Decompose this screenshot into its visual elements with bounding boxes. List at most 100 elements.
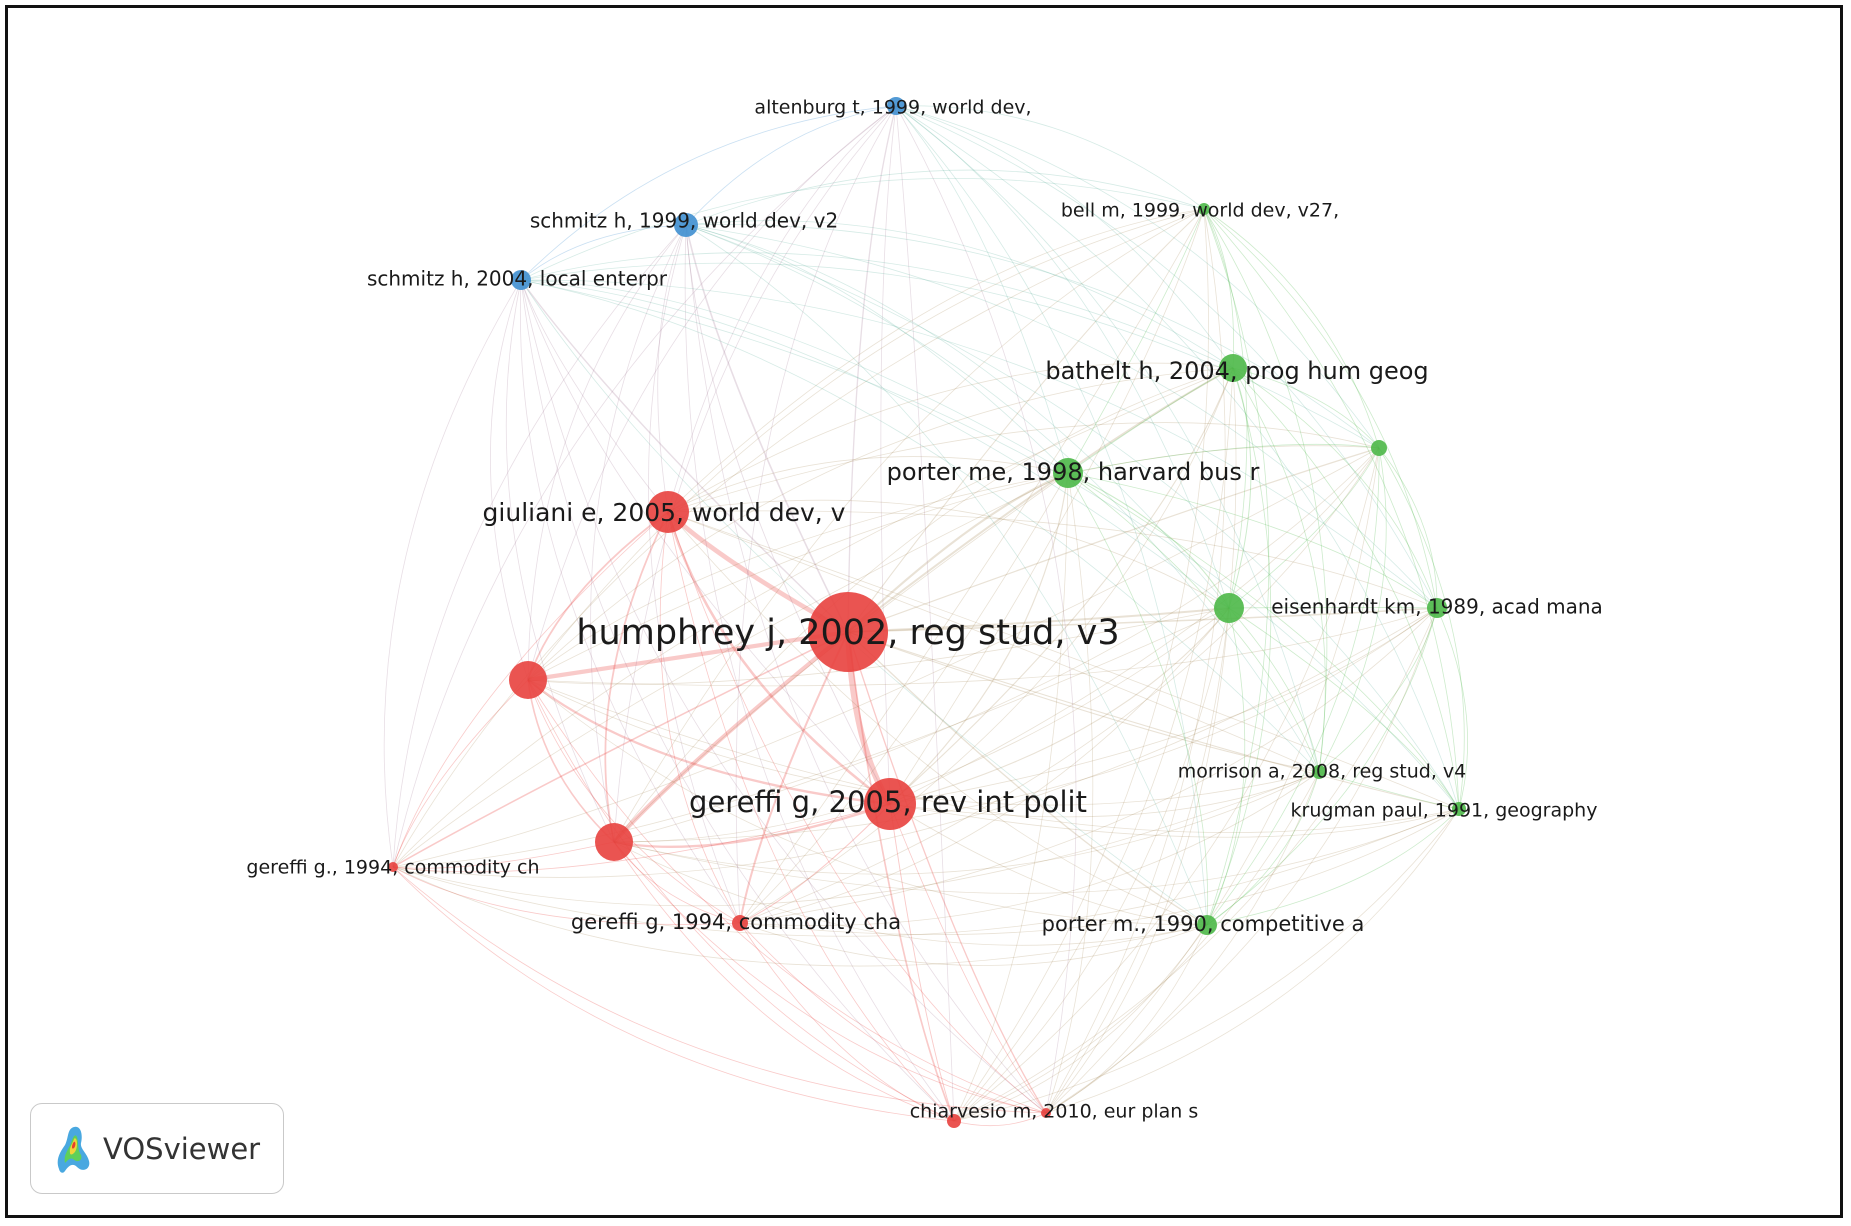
label-gereffi1994cha[interactable]: gereffi g, 1994, commodity cha bbox=[571, 910, 901, 934]
edge-chiarvesio-green_unlabeled_b bbox=[953, 607, 1230, 1122]
edge-chiarvesio-morrison bbox=[953, 771, 1320, 1122]
label-eisenhardt[interactable]: eisenhardt km, 1989, acad mana bbox=[1271, 595, 1603, 619]
node-schmitz1999[interactable] bbox=[674, 213, 698, 237]
edge-chiarvesio-krugman bbox=[953, 808, 1460, 1122]
node-bell[interactable] bbox=[1198, 203, 1210, 215]
node-green_unlabeled_a[interactable] bbox=[1371, 440, 1387, 456]
edge-altenburg-green_unlabeled_b bbox=[895, 105, 1230, 609]
edge-schmitz1999-green_unlabeled_a bbox=[685, 224, 1380, 449]
edge-red_unlabeled_b-eisenhardt bbox=[613, 607, 1438, 843]
edge-green_unlabeled_a-morrison bbox=[1318, 447, 1387, 773]
edge-humphrey-red_unlabeled_c bbox=[847, 631, 1047, 1114]
edge-chiarvesio-schmitz1999 bbox=[684, 224, 955, 1122]
node-green_unlabeled_b[interactable] bbox=[1214, 593, 1244, 623]
label-bell[interactable]: bell m, 1999, world dev, v27, bbox=[1061, 200, 1339, 222]
edge-gereffi2005-gereffi1994ch bbox=[392, 803, 891, 873]
edge-bathelt-porter1990 bbox=[1206, 367, 1272, 926]
edge-gereffi1994cha-porter1990 bbox=[739, 922, 1208, 966]
edge-green_unlabeled_b-eisenhardt bbox=[1228, 607, 1438, 609]
label-morrison[interactable]: morrison a, 2008, reg stud, v4 bbox=[1178, 761, 1467, 783]
node-porter1990[interactable] bbox=[1197, 915, 1217, 935]
network-canvas[interactable] bbox=[5, 5, 1843, 1218]
node-red_unlabeled_b[interactable] bbox=[595, 823, 633, 861]
edge-gereffi1994cha-morrison bbox=[739, 771, 1320, 926]
edge-red_unlabeled_a-schmitz1999 bbox=[527, 224, 687, 681]
edge-green_unlabeled_a-green_unlabeled_b bbox=[1228, 447, 1380, 609]
node-gereffi1994ch[interactable] bbox=[388, 862, 398, 872]
node-bathelt[interactable] bbox=[1219, 354, 1247, 382]
edge-chiarvesio-bathelt bbox=[953, 367, 1234, 1122]
edge-gereffi1994cha-porter1998 bbox=[739, 472, 1069, 924]
edge-giuliani-bell bbox=[667, 208, 1205, 513]
label-giuliani[interactable]: giuliani e, 2005, world dev, v bbox=[483, 498, 846, 527]
edge-humphrey-schmitz1999 bbox=[685, 224, 849, 633]
label-porter1990[interactable]: porter m., 1990, competitive a bbox=[1042, 912, 1365, 936]
node-humphrey[interactable] bbox=[808, 592, 888, 672]
node-schmitz2004[interactable] bbox=[511, 270, 531, 290]
edge-gereffi2005-krugman bbox=[889, 803, 1460, 838]
edge-gereffi2005-eisenhardt bbox=[889, 607, 1438, 805]
node-porter1998[interactable] bbox=[1053, 458, 1083, 488]
edge-red_unlabeled_a-altenburg bbox=[527, 105, 897, 681]
edge-schmitz1999-krugman bbox=[685, 224, 1460, 810]
edge-giuliani-porter1998 bbox=[667, 456, 1069, 513]
node-giuliani[interactable] bbox=[647, 491, 689, 533]
node-krugman[interactable] bbox=[1452, 802, 1466, 816]
edge-altenburg-schmitz2004 bbox=[520, 105, 897, 281]
label-schmitz2004[interactable]: schmitz h, 2004, local enterpr bbox=[367, 267, 668, 291]
edge-humphrey-chiarvesio bbox=[847, 631, 955, 1122]
edge-red_unlabeled_b-krugman bbox=[613, 808, 1460, 894]
node-chiarvesio[interactable] bbox=[947, 1114, 961, 1128]
label-porter1998[interactable]: porter me, 1998, harvard bus r bbox=[887, 458, 1260, 486]
edge-red_unlabeled_a-eisenhardt bbox=[527, 607, 1438, 687]
node-morrison[interactable] bbox=[1312, 765, 1326, 779]
edge-gereffi2005-bathelt bbox=[889, 367, 1234, 805]
edge-red_unlabeled_b-porter1990 bbox=[613, 841, 1208, 946]
label-altenburg[interactable]: altenburg t, 1999, world dev, bbox=[754, 97, 1031, 119]
edge-gereffi1994ch-chiarvesio bbox=[392, 866, 955, 1122]
edge-red_unlabeled_a-porter1990 bbox=[527, 679, 1208, 926]
edge-red_unlabeled_b-porter1998 bbox=[613, 472, 1069, 843]
edge-giuliani-eisenhardt bbox=[667, 510, 1438, 609]
node-eisenhardt[interactable] bbox=[1427, 598, 1447, 618]
edge-humphrey-gereffi1994ch bbox=[392, 631, 849, 868]
edge-schmitz2004-morrison bbox=[520, 279, 1320, 773]
node-red_unlabeled_c[interactable] bbox=[1041, 1108, 1051, 1118]
label-gereffi1994ch[interactable]: gereffi g., 1994, commodity ch bbox=[246, 857, 539, 879]
edge-bell-green_unlabeled_a bbox=[1203, 208, 1380, 449]
edge-red_unlabeled_b-gereffi1994ch bbox=[392, 841, 615, 869]
node-gereffi2005[interactable] bbox=[864, 778, 916, 830]
edge-chiarvesio-porter1998 bbox=[953, 472, 1069, 1122]
label-humphrey[interactable]: humphrey j, 2002, reg stud, v3 bbox=[576, 613, 1119, 653]
edge-gereffi1994ch-bathelt bbox=[392, 367, 1234, 868]
edge-altenburg-green_unlabeled_a bbox=[895, 105, 1380, 449]
node-red_unlabeled_a[interactable] bbox=[509, 661, 547, 699]
edge-bathelt-green_unlabeled_b bbox=[1228, 367, 1252, 609]
label-chiarvesio[interactable]: chiarvesio m, 2010, eur plan s bbox=[910, 1101, 1199, 1123]
edge-giuliani-chiarvesio bbox=[667, 511, 955, 1122]
edge-red_unlabeled_c-bell bbox=[1045, 208, 1226, 1114]
edge-gereffi1994cha-schmitz1999 bbox=[648, 224, 741, 924]
edge-gereffi2005-altenburg bbox=[880, 105, 897, 805]
edge-red_unlabeled_a-gereffi1994cha bbox=[527, 679, 741, 924]
edge-gereffi1994ch-green_unlabeled_a bbox=[392, 447, 1380, 868]
edge-humphrey-bathelt bbox=[847, 367, 1234, 633]
node-gereffi1994cha[interactable] bbox=[732, 915, 748, 931]
edge-chiarvesio-red_unlabeled_c bbox=[953, 1112, 1047, 1127]
edge-red_unlabeled_b-bathelt bbox=[613, 367, 1234, 843]
label-schmitz1999[interactable]: schmitz h, 1999, world dev, v2 bbox=[530, 209, 838, 233]
edge-chiarvesio-altenburg bbox=[895, 105, 955, 1122]
node-altenburg[interactable] bbox=[887, 97, 905, 115]
edge-schmitz1999-morrison bbox=[685, 224, 1320, 773]
edge-red_unlabeled_b-red_unlabeled_c bbox=[613, 841, 1047, 1114]
edge-red_unlabeled_b-chiarvesio bbox=[613, 841, 955, 1122]
label-gereffi2005[interactable]: gereffi g, 2005, rev int polit bbox=[689, 785, 1087, 819]
edge-chiarvesio-porter1990 bbox=[953, 924, 1208, 1122]
label-bathelt[interactable]: bathelt h, 2004, prog hum geog bbox=[1045, 357, 1428, 385]
edge-gereffi2005-giuliani bbox=[666, 511, 891, 806]
edge-bathelt-porter1998 bbox=[1067, 367, 1234, 474]
edge-red_unlabeled_b-green_unlabeled_b bbox=[613, 607, 1230, 843]
edge-morrison-porter1990 bbox=[1206, 771, 1320, 926]
label-krugman[interactable]: krugman paul, 1991, geography bbox=[1291, 800, 1598, 822]
